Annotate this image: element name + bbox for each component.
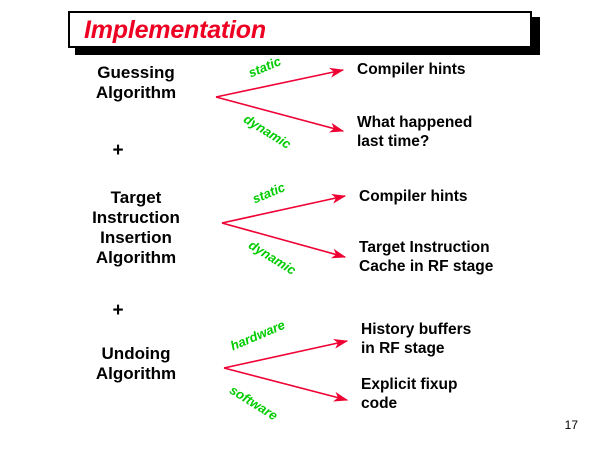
outcome-line: Compiler hints	[359, 188, 468, 205]
outcome-line: What happened	[357, 114, 473, 131]
outcome-line: code	[361, 395, 398, 412]
outcome-line: Cache in RF stage	[359, 258, 494, 275]
section-label-line: Instruction	[92, 208, 180, 227]
outcome-line: in RF stage	[361, 340, 445, 357]
separator-plus-2: +	[112, 300, 124, 321]
outcome-line: Compiler hints	[357, 61, 466, 78]
section-label-line: Insertion	[100, 228, 172, 247]
branch-label-dynamic-1: dynamic	[241, 111, 294, 152]
outcome-compiler-hints-2: Compiler hints	[359, 187, 468, 206]
branch-label-dynamic-2: dynamic	[246, 237, 299, 278]
section-label-target-instruction-insertion-algorithm: Target Instruction Insertion Algorithm	[92, 188, 180, 268]
branch-label-static-1: static	[246, 53, 284, 81]
outcome-explicit-fixup-code: Explicit fixup code	[361, 375, 457, 413]
section-label-guessing-algorithm: Guessing Algorithm	[96, 63, 176, 103]
outcome-line: last time?	[357, 133, 430, 150]
section-label-line: Undoing	[101, 344, 171, 363]
branch-label-static-2: static	[250, 179, 288, 207]
page-number: 17	[564, 418, 578, 432]
title-box: Implementation	[68, 11, 532, 48]
page-title: Implementation	[84, 16, 266, 44]
branch-label-software: software	[227, 382, 281, 424]
outcome-what-happened-last-time: What happened last time?	[357, 113, 472, 151]
separator-plus-1: +	[112, 140, 124, 161]
section-label-line: Guessing	[97, 63, 175, 82]
section-label-line: Algorithm	[95, 364, 177, 383]
outcome-line: Explicit fixup	[361, 376, 458, 393]
fork-arrows-section-2	[221, 193, 347, 259]
section-label-undoing-algorithm: Undoing Algorithm	[96, 344, 176, 384]
fork-arrows-section-1	[215, 67, 345, 133]
outcome-history-buffers: History buffers in RF stage	[361, 320, 471, 358]
outcome-target-instruction-cache: Target Instruction Cache in RF stage	[359, 238, 493, 276]
section-label-line: Target	[110, 188, 162, 207]
branch-label-hardware: hardware	[228, 317, 288, 354]
outcome-compiler-hints-1: Compiler hints	[357, 60, 466, 79]
section-label-line: Algorithm	[95, 248, 177, 267]
outcome-line: History buffers	[361, 321, 472, 338]
outcome-line: Target Instruction	[359, 239, 490, 256]
section-label-line: Algorithm	[95, 83, 177, 102]
